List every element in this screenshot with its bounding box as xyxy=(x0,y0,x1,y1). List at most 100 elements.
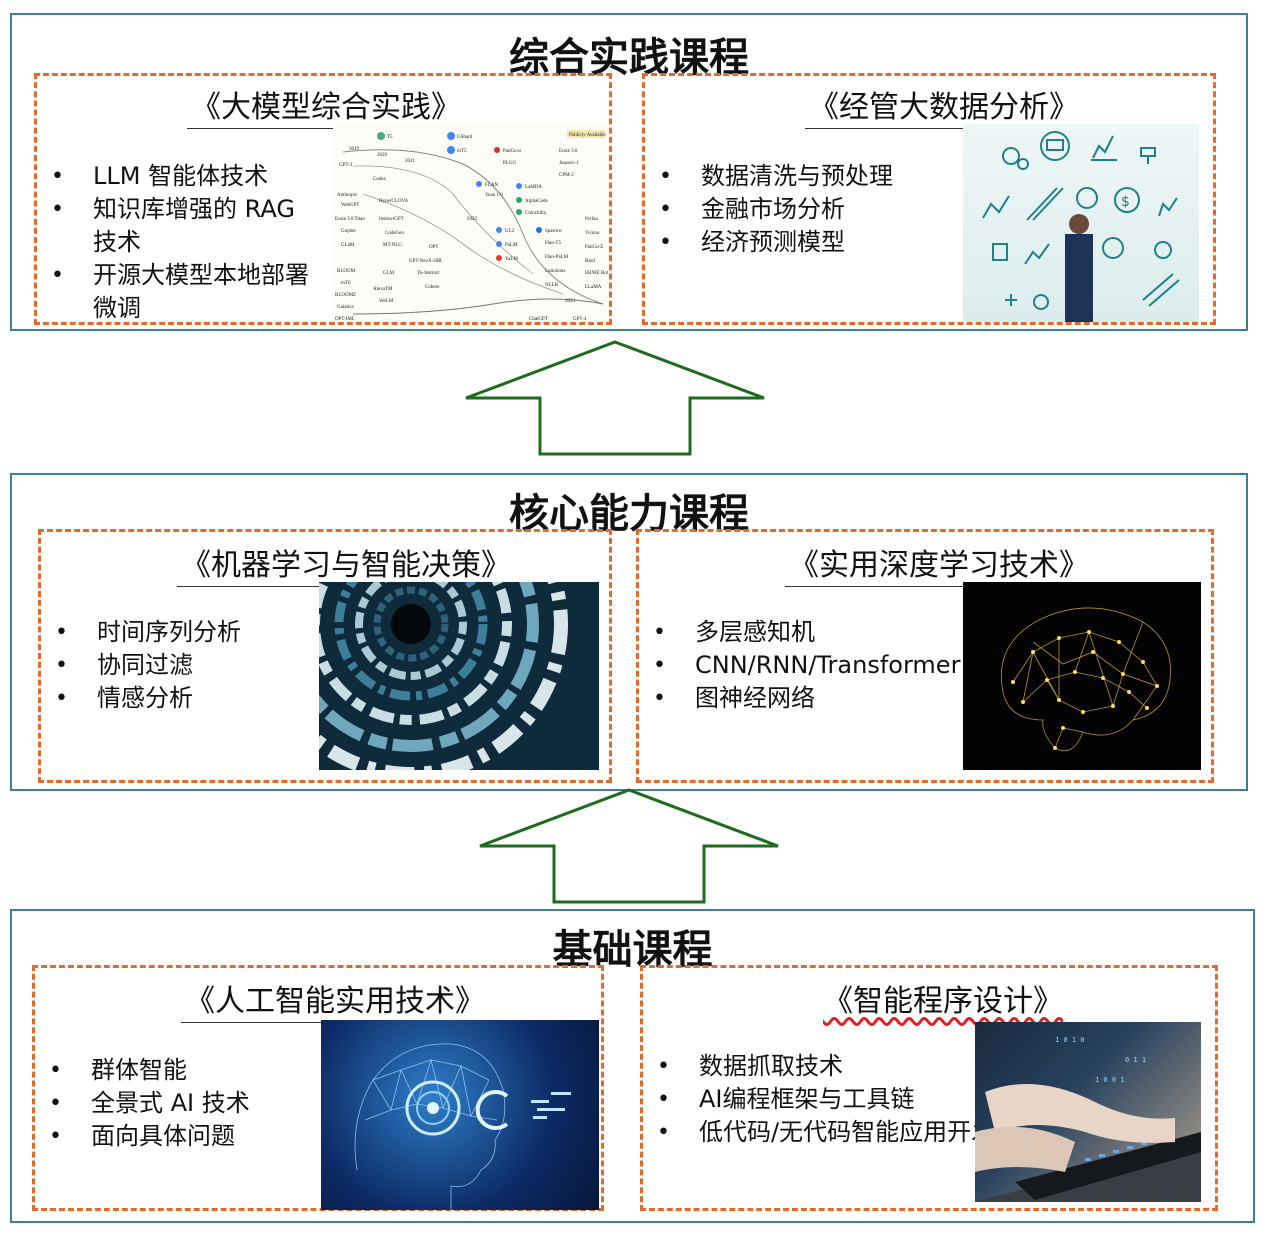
course-items: 数据清洗与预处理 金融市场分析 经济预测模型 xyxy=(659,160,959,259)
list-item: 群体智能 xyxy=(49,1054,309,1087)
image-label: Vicuna xyxy=(585,231,600,236)
list-item: 图神经网络 xyxy=(653,682,953,715)
course-items: 数据抓取技术 AI编程框架与工具链 低代码/无代码智能应用开发 xyxy=(657,1050,997,1149)
image-label: PLUG xyxy=(503,161,516,166)
image-label: GPT-4 xyxy=(573,317,587,322)
ai-head-image xyxy=(321,1020,599,1210)
image-label: OPT xyxy=(429,245,438,250)
list-item: 全景式 AI 技术 xyxy=(49,1087,309,1120)
list-item: 面向具体问题 xyxy=(49,1120,309,1153)
course-title: 《智能程序设计》 xyxy=(823,984,1063,1019)
list-item: 时间序列分析 xyxy=(55,616,295,649)
image-label: Ernie 3.0 xyxy=(559,149,578,154)
image-label: GShard xyxy=(457,135,473,140)
image-label: GPT-NeoX-20B xyxy=(409,259,442,264)
image-label: YaLM xyxy=(505,257,518,262)
image-label: NLLB xyxy=(545,283,559,288)
image-label: 2021 xyxy=(405,159,416,164)
data-tunnel-image xyxy=(319,582,599,770)
course-items: 时间序列分析 协同过滤 情感分析 xyxy=(55,616,295,715)
list-item: LLM 智能体技术 xyxy=(51,160,321,193)
list-item: 开源大模型本地部署微调 xyxy=(51,259,321,325)
image-label: PanGu-α xyxy=(503,149,521,154)
list-item: AI编程框架与工具链 xyxy=(657,1083,997,1116)
image-label: PaLM xyxy=(505,243,518,248)
course-title: 《经管大数据分析》 xyxy=(805,82,1079,129)
image-label: T5 xyxy=(387,135,393,140)
course-econ-big-data: 《经管大数据分析》 数据清洗与预处理 金融市场分析 经济预测模型 xyxy=(642,73,1216,325)
image-label: 2022 xyxy=(467,217,478,222)
image-label: ERNIE Bot xyxy=(585,271,609,276)
tier-foundation: 基础课程 《人工智能实用技术》 群体智能 全景式 AI 技术 面向具体问题 xyxy=(10,909,1255,1223)
image-label: Gopher xyxy=(341,229,356,234)
llm-tree-svg: Publicly Available 2019 2020 2021 2022 2… xyxy=(335,130,609,322)
image-label: GPT-3 xyxy=(339,163,353,168)
svg-text:$: $ xyxy=(1121,194,1130,210)
image-label: PanGu-Σ xyxy=(585,245,603,250)
list-item: 多层感知机 xyxy=(653,616,953,649)
image-label: ChatGPT xyxy=(529,317,548,322)
image-label: CodeGen xyxy=(385,231,404,236)
image-label: Chinchilla xyxy=(525,211,547,216)
course-items: 多层感知机 CNN/RNN/Transformer 图神经网络 xyxy=(653,616,960,715)
image-label: mT0 xyxy=(341,281,351,286)
image-label: 2020 xyxy=(377,153,388,158)
svg-text:1 0 0 1: 1 0 0 1 xyxy=(1095,1076,1125,1084)
tier-core: 核心能力课程 《机器学习与智能决策》 时间序列分析 协同过滤 情感分析 xyxy=(10,473,1248,791)
image-label: Cohere xyxy=(425,285,440,290)
list-item: 数据抓取技术 xyxy=(657,1050,997,1083)
image-label: InstructGPT xyxy=(379,217,404,222)
image-label: WeLM xyxy=(379,299,394,304)
image-label: CPM-2 xyxy=(559,173,574,178)
image-label: Flan-T5 xyxy=(545,241,562,246)
neural-brain-image xyxy=(963,582,1201,770)
list-item: 知识库增强的 RAG 技术 xyxy=(51,193,321,259)
image-label: GLaM xyxy=(341,243,355,248)
image-label: Sparrow xyxy=(545,229,562,234)
svg-text:1 0 1 0: 1 0 1 0 xyxy=(1055,1036,1085,1044)
image-label: Galatica xyxy=(337,305,354,310)
list-item: 经济预测模型 xyxy=(659,226,959,259)
list-item: 数据清洗与预处理 xyxy=(659,160,959,193)
image-label: AlexaTM xyxy=(373,287,393,292)
image-label: Publicly Available xyxy=(569,133,606,138)
course-title: 《实用深度学习技术》 xyxy=(785,540,1089,587)
course-title: 《机器学习与智能决策》 xyxy=(177,540,511,587)
image-label: BLOOM xyxy=(337,269,356,274)
image-label: GLM xyxy=(383,271,395,276)
arrow-up-icon xyxy=(465,340,765,456)
image-label: Bard xyxy=(585,259,595,264)
list-item: 低代码/无代码智能应用开发 xyxy=(657,1116,997,1149)
arrow-up-icon xyxy=(479,788,779,904)
course-llm-practice: 《大模型综合实践》 LLM 智能体技术 知识库增强的 RAG 技术 开源大模型本… xyxy=(34,73,612,325)
image-label: BLOOMZ xyxy=(335,293,356,298)
image-label: Luminous xyxy=(545,269,565,274)
image-label: mT5 xyxy=(457,149,467,154)
tier-practice: 综合实践课程 《大模型综合实践》 LLM 智能体技术 知识库增强的 RAG 技术… xyxy=(10,13,1248,331)
course-smart-programming: 《智能程序设计》 数据抓取技术 AI编程框架与工具链 低代码/无代码智能应用开发… xyxy=(640,965,1218,1211)
course-deep-learning: 《实用深度学习技术》 多层感知机 CNN/RNN/Transformer 图神经… xyxy=(636,529,1214,783)
image-label: MT-NLG xyxy=(383,243,402,248)
image-label: Ernie 3.0 Titan xyxy=(335,217,365,222)
data-analytics-icons-image: $ xyxy=(963,124,1199,322)
course-title: 《人工智能实用技术》 xyxy=(181,976,485,1023)
list-item: 协同过滤 xyxy=(55,649,295,682)
course-items: 群体智能 全景式 AI 技术 面向具体问题 xyxy=(49,1054,309,1153)
image-label: Pythia xyxy=(585,217,599,222)
image-label: Flan-PaLM xyxy=(545,255,569,260)
image-label: Jurassic-1 xyxy=(559,161,579,166)
image-label: 2019 xyxy=(349,147,360,152)
list-item: 金融市场分析 xyxy=(659,193,959,226)
image-label: WebGPT xyxy=(341,203,359,208)
image-label: Yuan 1.0 xyxy=(485,193,503,198)
image-label: AlphaCode xyxy=(525,199,549,204)
course-ml-decision: 《机器学习与智能决策》 时间序列分析 协同过滤 情感分析 xyxy=(38,529,612,783)
image-label: 2023 xyxy=(565,299,576,304)
image-label: OPT-IML xyxy=(335,317,355,322)
list-item: 情感分析 xyxy=(55,682,295,715)
image-label: Anthropic xyxy=(337,193,358,198)
image-label: LaMDA xyxy=(525,185,542,190)
image-label: HyperCLOVA xyxy=(379,199,408,204)
course-items: LLM 智能体技术 知识库增强的 RAG 技术 开源大模型本地部署微调 xyxy=(51,160,321,325)
